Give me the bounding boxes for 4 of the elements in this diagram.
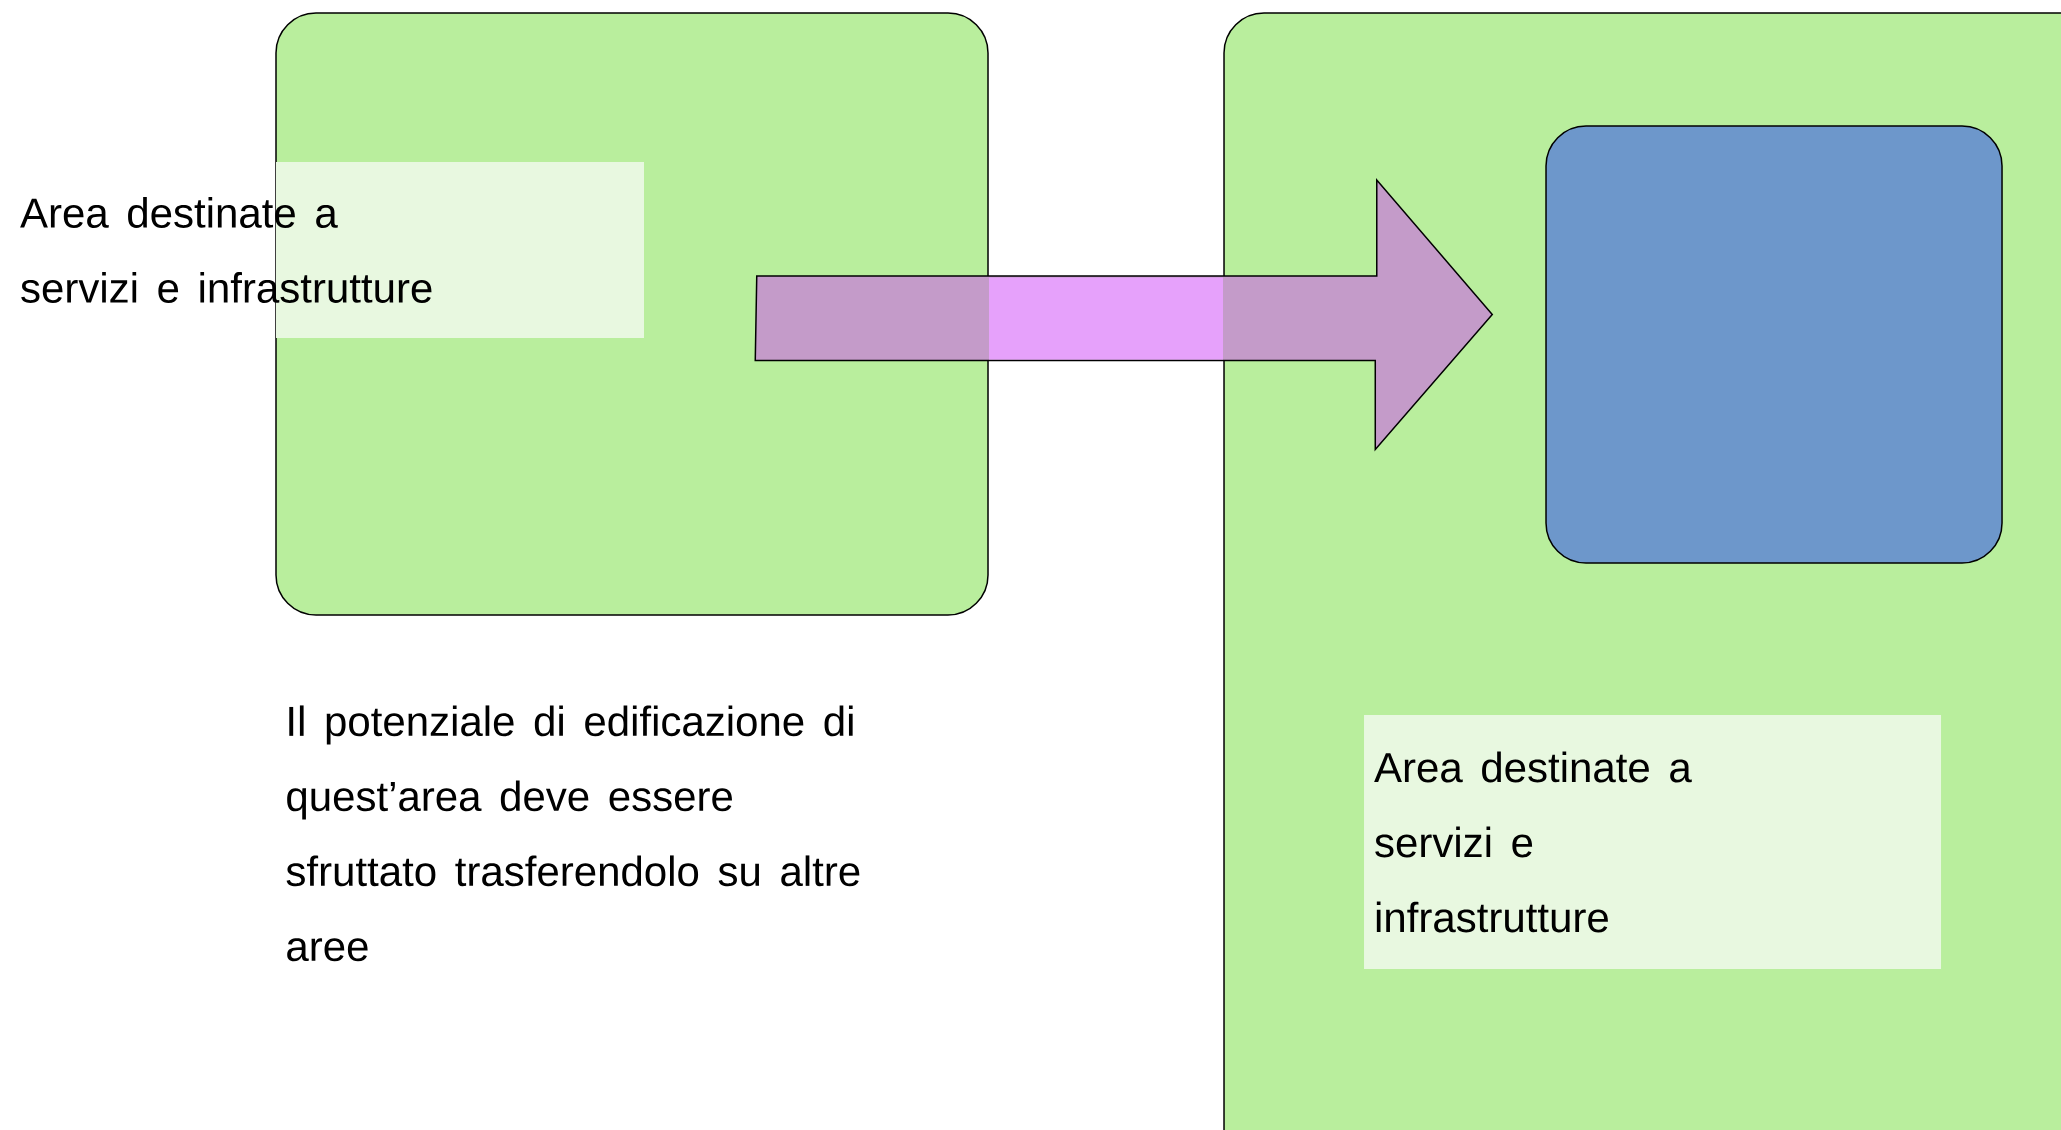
block-arrow (754, 177, 1494, 452)
rounded-box (1545, 125, 2003, 564)
text-box: Area destinate a servizi e infrastrutture (1364, 715, 1941, 969)
paragraph: Il potenziale di edificazione di quest’area deve essere sfruttato trasferendolo su altre aree (286, 705, 860, 962)
